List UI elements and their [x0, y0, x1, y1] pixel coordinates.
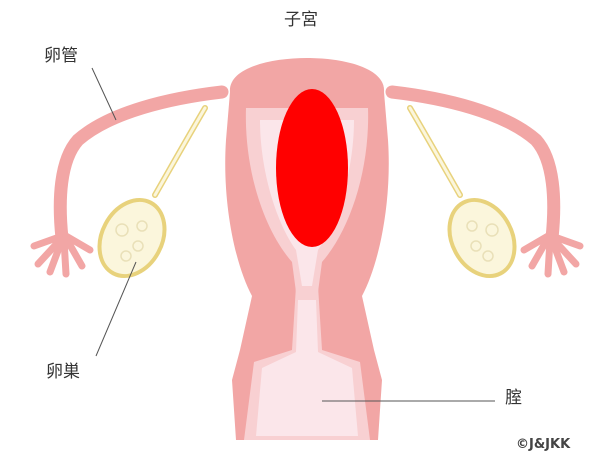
left-fimbriae [34, 236, 90, 274]
right-fimbriae [524, 236, 580, 274]
right-ovarian-ligament-inner [410, 108, 460, 195]
uterus-label: 子宮 [284, 12, 318, 29]
fallopian-tube-leader-line [92, 68, 116, 120]
ovary-label: 卵巣 [46, 364, 80, 381]
red-mass [276, 89, 348, 247]
copyright-notice: ©J&JKK [516, 437, 570, 452]
fallopian-tube-label: 卵管 [44, 48, 78, 65]
vagina-label: 腟 [505, 390, 522, 407]
right-ovary [437, 189, 528, 288]
left-ovarian-ligament-inner [155, 108, 205, 195]
